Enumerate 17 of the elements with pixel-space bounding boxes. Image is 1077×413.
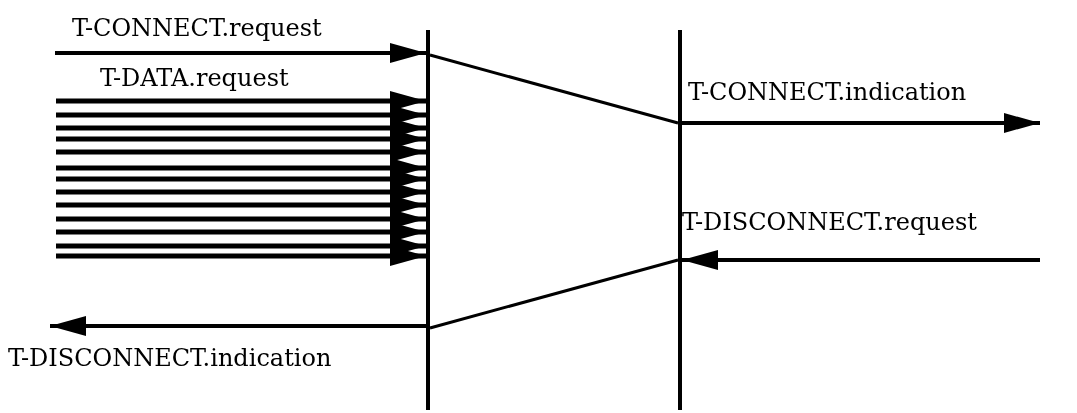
message-arrow [682, 113, 1040, 133]
lifeline [678, 30, 682, 410]
edge-label: T-DATA.request [100, 66, 289, 90]
message-arrow [682, 250, 1040, 270]
edge-label: T-CONNECT.request [72, 16, 322, 40]
message-arrow [56, 91, 426, 111]
edge-label: T-DISCONNECT.indication [8, 346, 332, 370]
edge-label: T-CONNECT.indication [688, 80, 967, 104]
lifeline [426, 30, 430, 410]
message-arrow [50, 316, 426, 336]
message-line [429, 53, 679, 125]
message-arrow [56, 222, 426, 242]
message-arrow [56, 195, 426, 215]
message-line [429, 258, 679, 330]
message-arrow [56, 142, 426, 162]
edge-label: T-DISCONNECT.request [682, 210, 977, 234]
message-arrow [55, 43, 426, 63]
